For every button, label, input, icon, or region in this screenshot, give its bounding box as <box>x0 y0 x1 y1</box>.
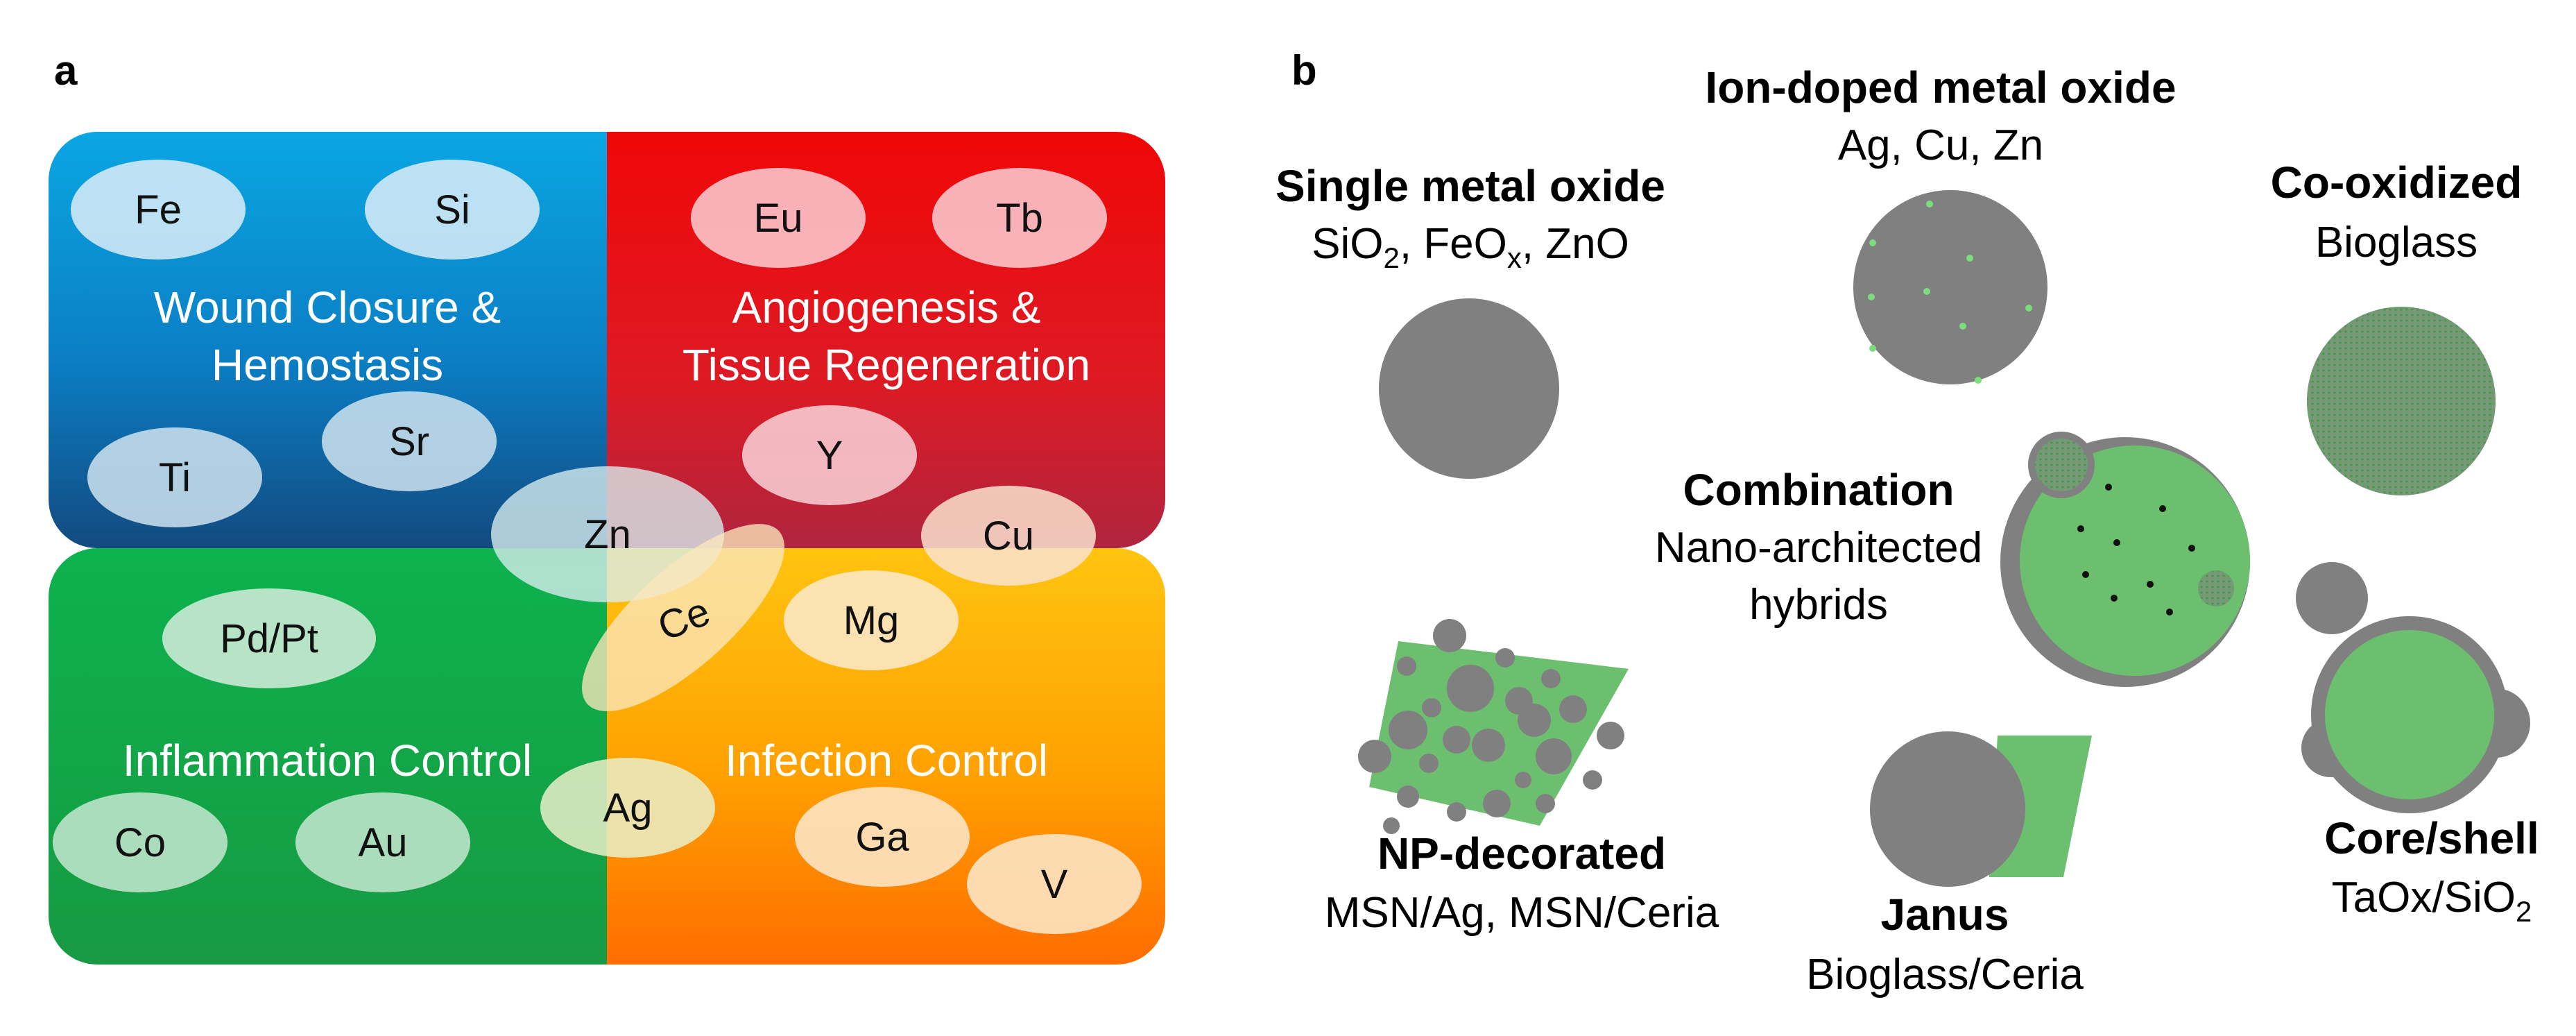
quadrant-angio-label-line2: Tissue Regeneration <box>682 340 1090 390</box>
quadrant-angio-label-line1: Angiogenesis & <box>732 282 1041 332</box>
core-shell-title: Core/shell <box>2324 813 2539 863</box>
svg-text:Mg: Mg <box>843 598 900 643</box>
element-sr: Sr <box>322 391 497 491</box>
co-oxidized-title: Co-oxidized <box>2271 158 2523 207</box>
combination-subtitle-line2: hybrids <box>1749 581 1888 629</box>
quadrant-wound-label-line1: Wound Closure & <box>154 282 501 332</box>
panel-a-letter: a <box>54 47 78 94</box>
svg-text:Zn: Zn <box>584 512 631 557</box>
svg-text:Y: Y <box>816 433 843 478</box>
np-decorated-subtitle: MSN/Ag, MSN/Ceria <box>1325 889 1719 937</box>
co-oxidized-subtitle: Bioglass <box>2315 219 2478 266</box>
element-v: V <box>967 834 1142 934</box>
svg-text:Au: Au <box>359 820 408 865</box>
element-ti: Ti <box>87 427 262 527</box>
combination-subtitle-line1: Nano-architected <box>1655 524 1982 572</box>
element-tb: Tb <box>932 168 1107 268</box>
element-zn: Zn <box>491 466 724 602</box>
element-mg: Mg <box>784 570 959 670</box>
quadrant-inflammation-label: Inflammation Control <box>123 736 532 786</box>
single-oxide-title: Single metal oxide <box>1276 161 1665 211</box>
co-oxidized-particle <box>2307 307 2496 495</box>
svg-text:Si: Si <box>434 187 470 232</box>
element-au: Au <box>295 792 470 892</box>
janus-title: Janus <box>1881 890 2009 940</box>
np-decorated-title: NP-decorated <box>1377 829 1666 878</box>
element-ce: Ce <box>582 524 784 711</box>
ion-doped-title: Ion-doped metal oxide <box>1705 62 2176 112</box>
np-decorated-particle <box>1358 619 1629 834</box>
element-cu: Cu <box>921 486 1096 586</box>
janus-particle <box>1870 731 2092 887</box>
svg-text:Co: Co <box>114 820 166 865</box>
combination-title: Combination <box>1683 465 1954 515</box>
svg-text:Ag: Ag <box>603 786 653 831</box>
element-ga: Ga <box>795 787 970 887</box>
element-y: Y <box>742 405 917 505</box>
single-oxide-particle <box>1379 298 1559 479</box>
svg-text:Ga: Ga <box>855 815 909 860</box>
svg-text:Fe: Fe <box>135 187 182 232</box>
element-fe: Fe <box>71 160 246 260</box>
element-co: Co <box>53 792 227 892</box>
element-eu: Eu <box>691 168 866 268</box>
element-si: Si <box>365 160 540 260</box>
svg-text:Eu: Eu <box>754 196 803 241</box>
panel-b-letter: b <box>1291 47 1317 94</box>
combination-particle <box>2000 432 2250 687</box>
svg-text:Pd/Pt: Pd/Pt <box>220 616 318 661</box>
ion-doped-subtitle: Ag, Cu, Zn <box>1838 121 2043 169</box>
single-oxide-subtitle: SiO2, FeOx, ZnO <box>1312 220 1629 274</box>
quadrant-wound-label-line2: Hemostasis <box>212 340 443 390</box>
svg-text:Sr: Sr <box>389 419 429 464</box>
core-shell-particle <box>2296 562 2530 813</box>
janus-subtitle: Bioglass/Ceria <box>1806 951 2084 999</box>
svg-text:V: V <box>1041 862 1068 907</box>
svg-text:Tb: Tb <box>996 196 1043 241</box>
quadrant-infection-label: Infection Control <box>725 736 1048 786</box>
element-pd-pt: Pd/Pt <box>162 588 376 688</box>
ion-doped-particle <box>1853 190 2047 384</box>
element-ag: Ag <box>540 758 715 858</box>
svg-text:Cu: Cu <box>983 513 1034 559</box>
svg-text:Ti: Ti <box>159 455 191 500</box>
core-shell-subtitle: TaOx/SiO2 <box>2332 874 2532 928</box>
